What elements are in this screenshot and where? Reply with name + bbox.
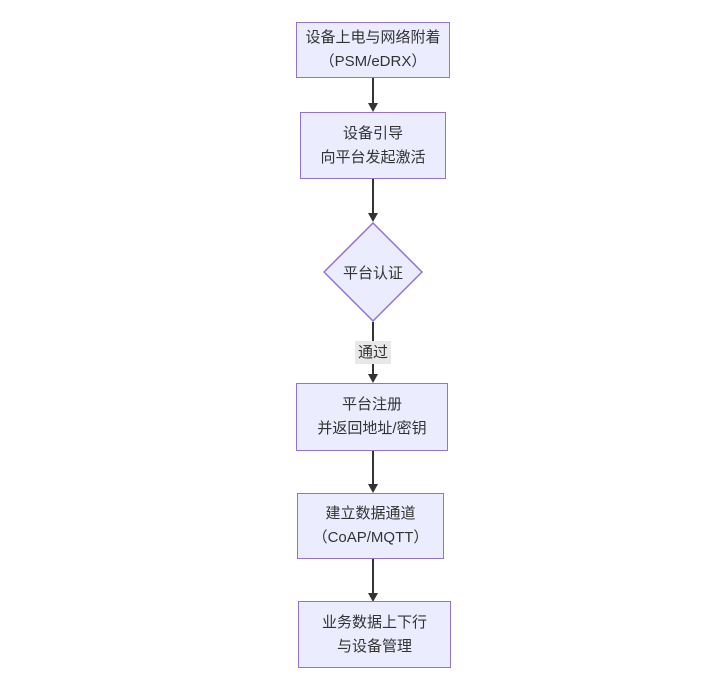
node-bootstrap: 设备引导 向平台发起激活 [300,112,446,179]
arrowhead-icon [368,374,378,383]
node-platform-auth: 平台认证 [323,222,423,322]
edge-label-pass: 通过 [355,341,392,364]
node-platform-register: 平台注册 并返回地址/密钥 [296,383,448,451]
node-text: （CoAP/MQTT） [312,529,429,546]
node-text: 向平台发起激活 [320,148,426,166]
node-text: 业务数据上下行 [321,613,427,631]
edge-register-to-channel [372,451,374,484]
edge-bootstrap-to-auth [372,179,374,213]
node-text: 平台注册 [341,396,402,413]
node-business-data: 业务数据上下行 与设备管理 [298,601,451,668]
node-text: 与设备管理 [336,637,412,655]
node-text: 并返回地址/密钥 [317,420,427,437]
node-text: 平台认证 [342,264,403,282]
arrowhead-icon [368,593,378,602]
arrowhead-icon [368,484,378,493]
node-text: 建立数据通道 [325,505,416,522]
node-power-attach: 设备上电与网络附着 （PSM/eDRX） [296,22,450,78]
edge-channel-to-business [372,559,374,593]
arrowhead-icon [368,103,378,112]
edge-power-to-bootstrap [372,78,374,103]
arrowhead-icon [368,213,378,222]
node-text: 设备上电与网络附着 [305,29,441,46]
node-text: 设备引导 [342,124,403,142]
node-text: （PSM/eDRX） [319,53,427,70]
diamond-shape [323,222,423,322]
node-data-channel: 建立数据通道 （CoAP/MQTT） [297,493,444,559]
